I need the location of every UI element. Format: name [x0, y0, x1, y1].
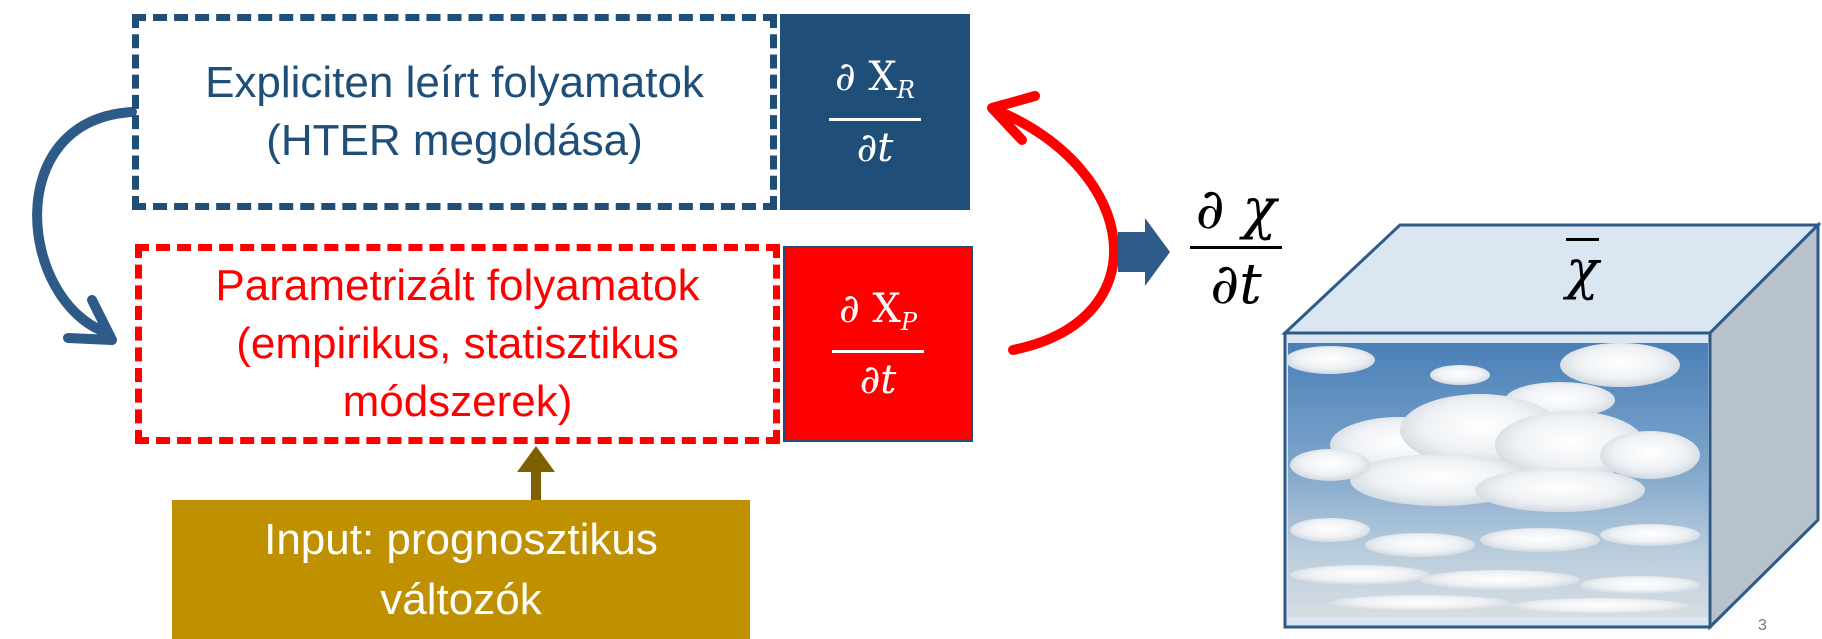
- input-box-line2: változók: [380, 574, 542, 624]
- cloud-image: [1288, 343, 1708, 617]
- explicit-tendency-denominator: ∂t: [856, 124, 894, 171]
- parametrized-processes-box: Parametrizált folyamatok (empirikus, sta…: [135, 244, 780, 444]
- fraction-bar: [832, 349, 924, 353]
- parametrized-processes-line3: módszerek): [342, 377, 573, 426]
- parametrized-tendency-fraction: ∂ XP ∂t: [832, 284, 924, 405]
- parametrized-tendency-box: ∂ XP ∂t: [783, 246, 973, 442]
- total-tendency-denominator: ∂t: [1210, 252, 1262, 317]
- total-tendency-fraction: ∂ χ ∂t: [1190, 178, 1282, 317]
- grid-mean-symbol: χ: [1566, 238, 1599, 301]
- input-box: Input: prognosztikus változók: [172, 500, 750, 639]
- explicit-tendency-subscript: R: [896, 75, 915, 104]
- page-number: 3: [1758, 617, 1767, 634]
- explicit-processes-box: Expliciten leírt folyamatok (HTER megold…: [132, 14, 777, 210]
- total-tendency-numerator: ∂ χ: [1195, 177, 1277, 242]
- explicit-tendency-box: ∂ XR ∂t: [780, 14, 970, 210]
- parametrized-tendency-numerator: ∂ X: [838, 285, 901, 332]
- parametrized-tendency-denominator: ∂t: [859, 356, 897, 403]
- right-block-arrow: [1118, 218, 1170, 286]
- fraction-bar: [829, 117, 921, 121]
- curved-arrow-red: [987, 91, 1119, 355]
- fraction-bar: [1190, 246, 1282, 249]
- parametrized-processes-line2: (empirikus, statisztikus: [236, 319, 679, 368]
- input-box-line1: Input: prognosztikus: [264, 514, 658, 564]
- explicit-processes-title: Expliciten leírt folyamatok: [205, 58, 704, 107]
- grid-mean-label: χ: [1566, 238, 1599, 301]
- parametrized-processes-title: Parametrizált folyamatok: [215, 261, 700, 310]
- explicit-processes-subtitle: (HTER megoldása): [266, 116, 643, 165]
- explicit-tendency-numerator: ∂ X: [835, 53, 897, 100]
- curved-arrow-blue: [32, 107, 137, 345]
- parametrized-tendency-subscript: P: [900, 307, 918, 336]
- explicit-tendency-fraction: ∂ XR ∂t: [829, 52, 921, 173]
- up-arrow: [517, 446, 555, 502]
